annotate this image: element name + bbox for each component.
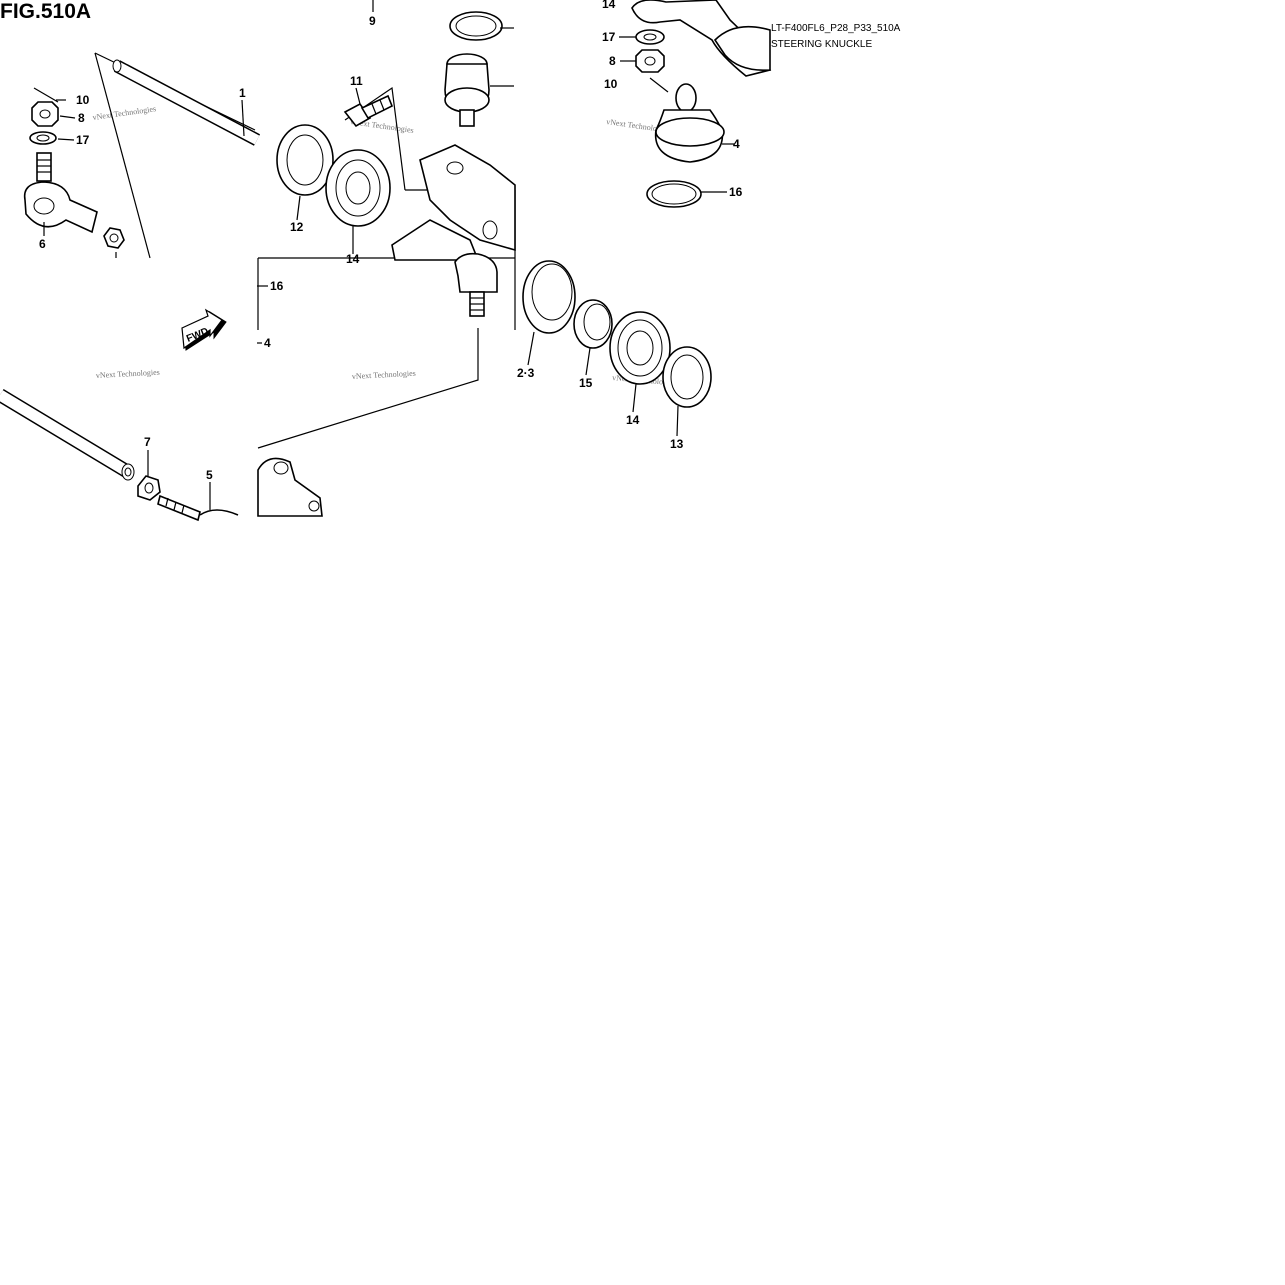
watermark: vNext Technologies [96,368,160,380]
callout-5: 5 [206,468,213,482]
tie-rod-upper [112,59,261,146]
section-name: STEERING KNUCKLE [771,39,872,50]
callout-2-3: 2·3 [517,366,535,380]
fwd-arrow-icon: FWD [181,308,227,351]
callout-1: 1 [239,86,246,100]
figure-title: FIG.510A [0,0,91,23]
callout-17-left: 17 [76,133,90,147]
callout-15: 15 [579,376,593,390]
seal-bearing-upper [276,124,391,227]
callout-14-top: 14 [602,0,616,11]
bolt [343,94,394,128]
callout-12: 12 [290,220,304,234]
model-code: LT-F400FL6_P28_P33_510A [771,23,901,34]
tie-rod-end [23,152,98,234]
callout-9: 9 [369,14,376,28]
callout-14-lower: 14 [626,413,640,427]
callout-17-right: 17 [602,30,616,44]
tie-rod-lower [0,389,135,481]
callouts: 1 10 8 17 6 11 12 14 9 16 4 7 5 2·3 15 1… [39,0,743,482]
callout-7: 7 [144,435,151,449]
leader-lines [43,0,679,510]
watermark: vNext Technologies [92,104,157,122]
ball-joint-center [444,11,514,127]
lower-nut-and-end [137,475,239,522]
callout-4-mid: 4 [264,336,271,350]
lower-knuckle-fragment [257,457,323,517]
callout-10-right: 10 [604,77,618,91]
knuckle-arm-right [631,0,772,208]
callout-8-right: 8 [609,54,616,68]
watermark: vNext Technologies [352,369,416,381]
callout-4-right: 4 [733,137,740,151]
nut-washer-pin-right [635,29,669,93]
callout-6: 6 [39,237,46,251]
hub-bearings [522,260,712,408]
callout-16-right: 16 [729,185,743,199]
callout-10-left: 10 [76,93,90,107]
callout-16-mid: 16 [270,279,284,293]
callout-8-left: 8 [78,111,85,125]
callout-14-upper: 14 [346,252,360,266]
nut-washer-pin-left [29,87,125,249]
callout-11: 11 [350,74,363,88]
callout-13: 13 [670,437,684,451]
lower-ball-joint [454,252,498,317]
steering-knuckle [391,144,516,261]
